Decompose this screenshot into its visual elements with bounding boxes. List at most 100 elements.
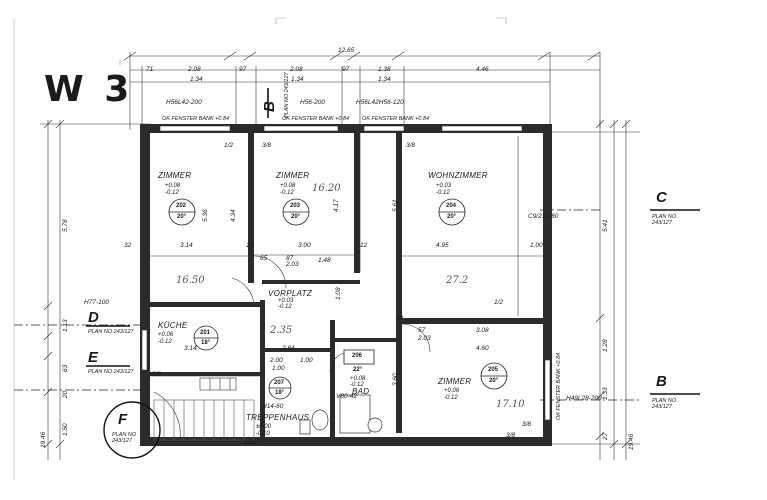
- section-b-top-letter: B: [261, 101, 278, 112]
- misc-dim-6: 4.34: [230, 209, 237, 222]
- misc-dim-1: 1/2: [224, 142, 234, 149]
- left-dim-4: 1.50: [62, 423, 69, 436]
- room-level-202-b: -0.12: [165, 190, 179, 196]
- left-dim-6: 32: [124, 242, 132, 249]
- dim-top-2: 97: [239, 66, 247, 73]
- misc-dim-7: 4.17: [333, 199, 340, 212]
- inner-dim-14: 57: [418, 327, 426, 334]
- room-temp-206: 22°: [353, 367, 363, 373]
- right-dim-4: 12: [360, 242, 368, 249]
- room-level-203-a: +0.08: [280, 183, 296, 189]
- dim-top-1: 2.08: [188, 66, 201, 73]
- dim-top-0: 71: [146, 66, 154, 73]
- section-d-ref: PLAN NO 243/127: [88, 329, 134, 335]
- misc-dim-8: 5.61: [392, 199, 399, 212]
- window-code-1: H56-200: [300, 99, 325, 106]
- room-temp-201: 18°: [201, 340, 211, 346]
- misc-dim-14: 1.00: [300, 357, 313, 364]
- sill-note-3: OK FENSTER BANK +0.84: [556, 352, 562, 420]
- handwritten-0: 16.50: [176, 275, 205, 286]
- section-lines: [14, 209, 640, 401]
- room-level-205-b: -0.12: [444, 395, 458, 401]
- right-dim-1: 1.28: [602, 339, 609, 352]
- misc-dim-10: 1.08: [335, 287, 342, 300]
- sheet-id: W 3: [44, 69, 134, 110]
- room-name-204: WOHNZIMMER: [428, 171, 488, 180]
- room-box-206: [343, 349, 375, 365]
- inner-dim-4: 1.48: [318, 257, 331, 264]
- misc-dim-12: 12: [396, 315, 404, 322]
- room-number-204: 204: [446, 203, 457, 209]
- inner-dim-7: 4.60: [476, 345, 489, 352]
- misc-dim-15: 13/8: [244, 439, 257, 446]
- inner-dim-9: 1.00: [272, 365, 285, 372]
- misc-dim-2: 3/8: [406, 142, 416, 149]
- misc-dim-9: 3.60: [392, 373, 399, 386]
- room-name-202: ZIMMER: [158, 171, 192, 180]
- left-dim-0: 5.78: [62, 219, 69, 232]
- room-temp-207: 18°: [275, 390, 285, 396]
- inner-dim-8: 3.08: [476, 327, 489, 334]
- room-level-204-b: -0.12: [436, 190, 450, 196]
- inner-dim-3: 1.00: [530, 242, 543, 249]
- room-number-206: 206: [352, 353, 363, 359]
- room-temp-203: 20°: [291, 214, 301, 220]
- room-level-treppenhaus-a: ±0.00: [256, 424, 271, 430]
- misc-dim-3: 3/8: [506, 432, 516, 439]
- interior-lines: [150, 133, 543, 441]
- room-level-206-a: +0.08: [350, 376, 366, 382]
- dim-sub-1: 1.34: [291, 76, 304, 83]
- right-dim-2: 1.33: [602, 387, 609, 400]
- window-code-6: V80-42: [336, 393, 357, 400]
- room-level-205-a: +0.06: [444, 388, 460, 394]
- section-markers: [86, 88, 700, 459]
- sill-note-0: OK FENSTER BANK +0.84: [162, 116, 230, 122]
- section-c-letter: C: [656, 189, 667, 206]
- room-level-201-b: -0.12: [158, 339, 172, 345]
- room-temp-205: 20°: [489, 378, 499, 384]
- window-code-5: H14-60: [262, 403, 284, 410]
- dim-top-6: 4.46: [476, 66, 489, 73]
- inner-dim-1: 3.00: [298, 242, 311, 249]
- right-dim-3: 27: [602, 432, 609, 440]
- sill-note-2: OK FENSTER BANK +0.84: [362, 116, 430, 122]
- misc-dim-5: 5.36: [202, 209, 209, 222]
- misc-dim-11: 18: [246, 242, 254, 249]
- inner-dim-12: 2.03: [286, 261, 299, 268]
- dim-total: 12.65: [338, 47, 355, 54]
- fixtures: [299, 394, 383, 435]
- room-number-201: 201: [200, 330, 211, 336]
- room-number-207: 207: [274, 380, 285, 386]
- room-level-vorplatz-a: +0.03: [278, 298, 294, 304]
- room-number-205: 205: [488, 367, 499, 373]
- left-dim-5: 19.46: [40, 431, 47, 448]
- room-level-201-a: +0.06: [158, 332, 174, 338]
- left-dim-1: 1.13: [62, 319, 69, 332]
- window-code-4: H49L28-200: [566, 395, 602, 402]
- section-f-letter: F: [118, 411, 128, 428]
- room-name-treppenhaus: TREPPENHAUS: [246, 413, 310, 422]
- handwritten-1: 16.20: [312, 183, 341, 194]
- right-dim-6: 3/8: [522, 421, 532, 428]
- inner-dim-2: 4.95: [436, 242, 449, 249]
- left-dim-2: 63: [62, 364, 69, 372]
- left-dim-7: 3/8: [152, 371, 162, 378]
- misc-dim-13: 2.00: [270, 357, 283, 364]
- section-d-letter: D: [88, 309, 99, 326]
- room-circles: [168, 198, 508, 400]
- inner-dim-15: 2.03: [418, 335, 431, 342]
- crop-marks: [13, 17, 507, 480]
- section-e-letter: E: [88, 349, 99, 366]
- section-b-top-ref: PLAN NO 243/127: [284, 72, 290, 118]
- misc-dim-4: 1/2: [494, 299, 504, 306]
- window-code-2: H56L42H56-120: [356, 99, 404, 106]
- misc-dim-0: 3/8: [262, 142, 272, 149]
- dimension-lines: [40, 51, 640, 460]
- windows: [141, 125, 551, 421]
- stair-hatch: [153, 399, 255, 441]
- handwritten-4: 17.10: [496, 399, 525, 410]
